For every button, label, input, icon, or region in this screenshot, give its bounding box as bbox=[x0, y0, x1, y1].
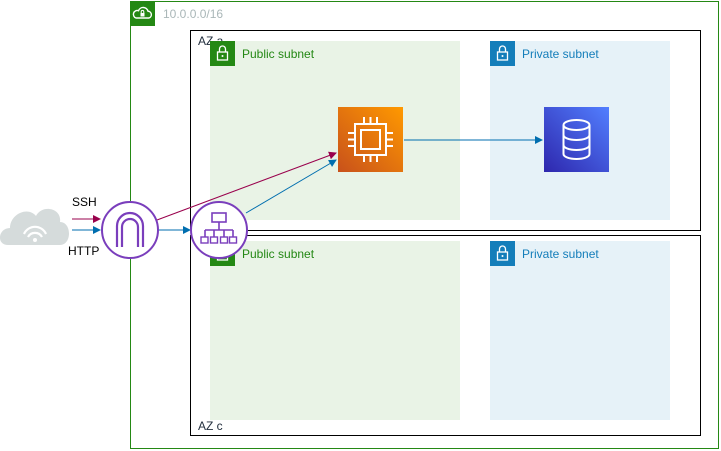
igw-to-ec2-ssh-arrow bbox=[156, 151, 337, 221]
public-subnet-a-lock-icon bbox=[210, 41, 235, 66]
private-subnet-c-label: Private subnet bbox=[522, 247, 599, 261]
public-subnet-a bbox=[210, 41, 460, 220]
internet-gateway-icon[interactable] bbox=[101, 201, 159, 259]
alb-to-ec2-http-arrow bbox=[245, 159, 337, 214]
ec2-instance-icon[interactable] bbox=[338, 107, 403, 172]
private-subnet-c-lock-icon bbox=[490, 241, 515, 266]
az-c-container bbox=[190, 235, 701, 436]
ssh-label: SSH bbox=[72, 195, 97, 209]
internet-cloud-icon bbox=[0, 208, 69, 245]
database-icon[interactable] bbox=[544, 107, 609, 172]
vpc-lock-cloud-icon bbox=[130, 1, 155, 26]
public-subnet-c bbox=[210, 241, 460, 420]
public-subnet-c-label: Public subnet bbox=[242, 247, 315, 261]
az-a-container bbox=[190, 30, 701, 231]
az-c-label: AZ c bbox=[198, 419, 223, 433]
private-subnet-c bbox=[490, 241, 670, 420]
private-subnet-a-label: Private subnet bbox=[522, 47, 599, 61]
http-label: HTTP bbox=[68, 244, 100, 258]
public-subnet-a-label: Public subnet bbox=[242, 47, 315, 61]
private-subnet-a-lock-icon bbox=[490, 41, 515, 66]
vpc-cidr-label: 10.0.0.0/16 bbox=[163, 7, 224, 21]
load-balancer-icon[interactable] bbox=[190, 201, 248, 259]
